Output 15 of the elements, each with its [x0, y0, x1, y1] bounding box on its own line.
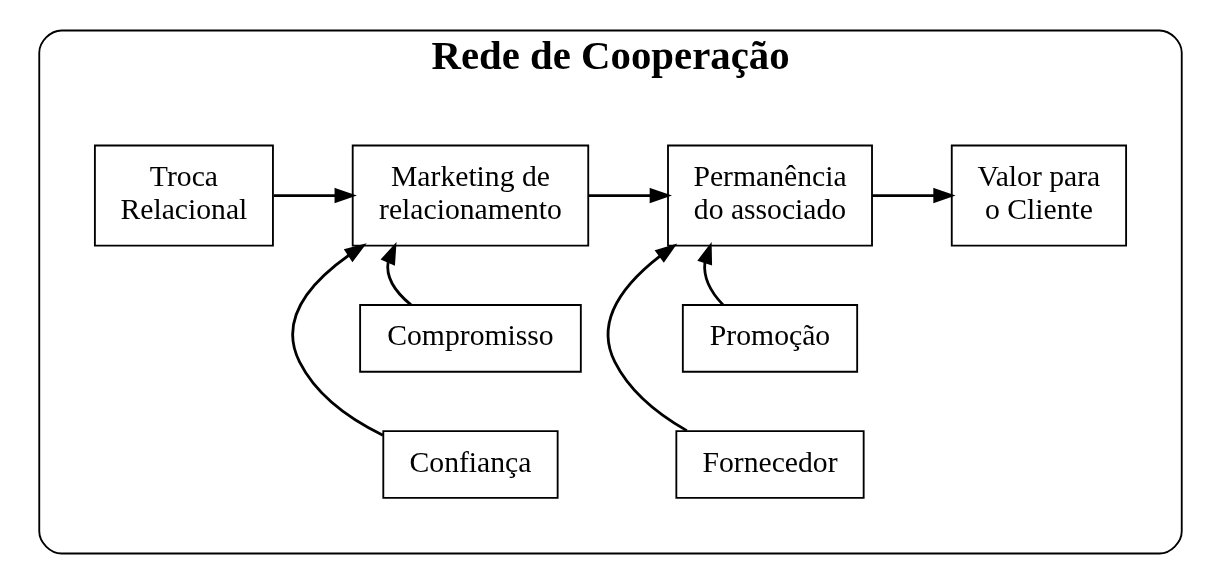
arrow [290, 243, 383, 437]
node-box: Valor para o Cliente [950, 144, 1127, 247]
arrow [871, 187, 956, 204]
node-box: Troca Relacional [93, 144, 274, 247]
arrow [696, 241, 724, 306]
node-box: Permanência do associado [666, 144, 873, 247]
arrow [587, 187, 672, 204]
arrow [606, 243, 687, 432]
node-box: Confiança [381, 430, 559, 499]
node-box: Promoção [681, 304, 858, 373]
node-box: Fornecedor [674, 430, 865, 499]
arrow [380, 242, 412, 306]
node-box: Compromisso [358, 304, 582, 373]
arrow [273, 187, 357, 204]
node-box: Marketing de relacionamento [351, 144, 589, 247]
